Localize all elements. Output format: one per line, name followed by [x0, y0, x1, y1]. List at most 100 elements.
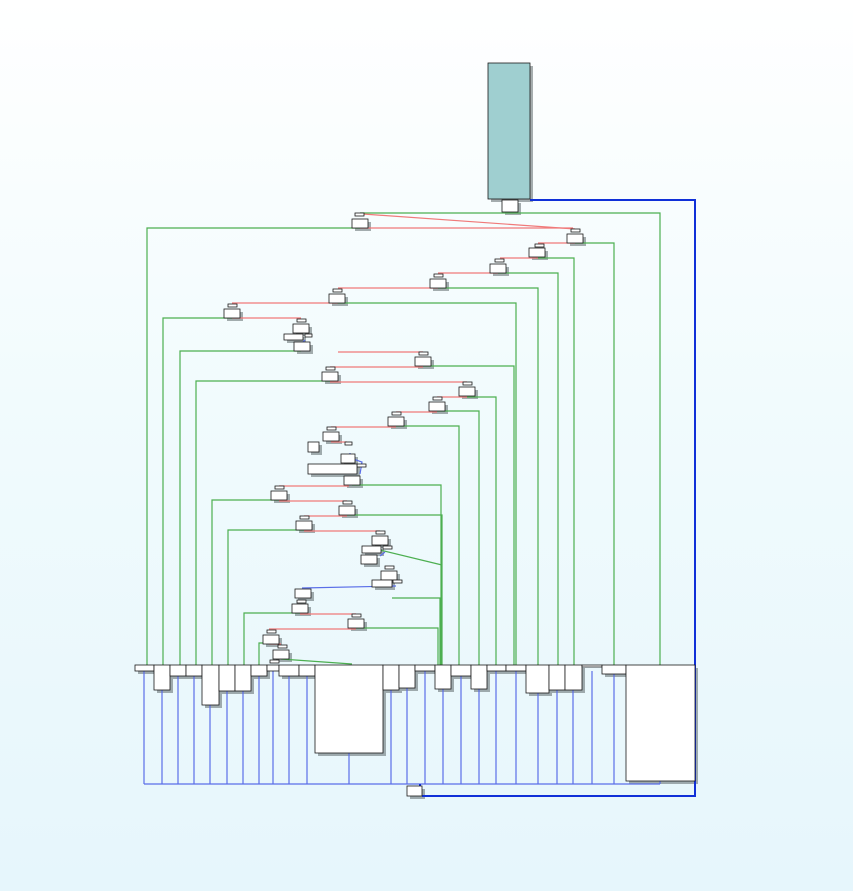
basic-block[interactable] — [564, 664, 583, 691]
entry-block[interactable] — [487, 62, 531, 200]
basic-block[interactable] — [295, 520, 313, 531]
basic-block[interactable] — [298, 664, 316, 677]
basic-block[interactable] — [299, 515, 310, 520]
basic-block[interactable] — [347, 618, 365, 629]
basic-block[interactable] — [354, 212, 365, 217]
basic-block[interactable] — [371, 579, 393, 588]
unconditional-edge — [379, 551, 386, 557]
basic-block[interactable] — [283, 333, 304, 341]
basic-block[interactable] — [351, 218, 369, 229]
true-branch-edge — [392, 597, 441, 665]
basic-block[interactable] — [262, 634, 280, 645]
basic-block[interactable] — [338, 505, 356, 516]
basic-block[interactable] — [548, 664, 566, 691]
basic-block[interactable] — [223, 308, 241, 319]
basic-block[interactable] — [185, 664, 203, 677]
basic-block[interactable] — [450, 664, 472, 677]
basic-block[interactable] — [429, 278, 447, 289]
basic-block[interactable] — [360, 554, 378, 565]
basic-block[interactable] — [340, 453, 356, 464]
basic-block[interactable] — [356, 463, 367, 468]
basic-block[interactable] — [326, 426, 337, 431]
basic-block[interactable] — [296, 599, 307, 604]
basic-block[interactable] — [274, 485, 285, 490]
basic-block[interactable] — [489, 263, 507, 274]
basic-block[interactable] — [625, 664, 696, 782]
basic-block[interactable] — [392, 579, 403, 584]
basic-block[interactable] — [505, 664, 527, 672]
basic-block[interactable] — [470, 664, 488, 690]
basic-block[interactable] — [266, 664, 280, 672]
basic-block[interactable] — [380, 570, 398, 581]
basic-block[interactable] — [270, 490, 288, 501]
basic-block[interactable] — [391, 411, 402, 416]
basic-block[interactable] — [294, 588, 312, 599]
basic-block[interactable] — [458, 386, 476, 397]
basic-blocks[interactable] — [134, 62, 696, 797]
basic-block[interactable] — [234, 664, 252, 692]
basic-block[interactable] — [528, 247, 546, 258]
basic-block[interactable] — [201, 664, 220, 706]
basic-block[interactable] — [250, 664, 268, 677]
basic-block[interactable] — [433, 273, 444, 278]
basic-block[interactable] — [134, 664, 155, 672]
basic-block[interactable] — [525, 664, 550, 694]
basic-block[interactable] — [462, 381, 473, 386]
basic-block[interactable] — [322, 431, 340, 442]
basic-block[interactable] — [307, 441, 320, 453]
basic-block[interactable] — [375, 530, 386, 535]
basic-block[interactable] — [328, 293, 346, 304]
basic-block[interactable] — [307, 463, 358, 475]
basic-block[interactable] — [218, 664, 236, 692]
basic-block[interactable] — [418, 351, 429, 356]
basic-block[interactable] — [332, 288, 343, 293]
basic-block[interactable] — [278, 664, 300, 677]
basic-block[interactable] — [325, 366, 336, 371]
basic-block[interactable] — [314, 664, 384, 754]
basic-block[interactable] — [266, 629, 277, 634]
basic-block[interactable] — [304, 333, 313, 338]
basic-block[interactable] — [321, 371, 339, 382]
true-branch-edge — [360, 212, 661, 665]
basic-block[interactable] — [534, 243, 545, 248]
basic-block[interactable] — [414, 356, 432, 367]
basic-block[interactable] — [428, 401, 446, 412]
basic-block[interactable] — [351, 613, 362, 618]
true-branch-edge — [438, 287, 539, 665]
basic-block[interactable] — [494, 258, 505, 263]
basic-block[interactable] — [293, 341, 311, 352]
basic-block[interactable] — [384, 565, 395, 570]
basic-block[interactable] — [269, 659, 280, 664]
basic-block[interactable] — [361, 545, 382, 554]
basic-block[interactable] — [296, 318, 307, 323]
basic-block[interactable] — [570, 228, 581, 233]
basic-block[interactable] — [382, 545, 393, 550]
basic-block[interactable] — [169, 664, 187, 677]
basic-block[interactable] — [272, 649, 290, 660]
basic-block[interactable] — [343, 475, 361, 486]
basic-block[interactable] — [434, 664, 452, 690]
true-branch-edge — [536, 257, 575, 665]
true-branch-edge — [195, 380, 330, 665]
basic-block[interactable] — [153, 664, 171, 691]
basic-block[interactable] — [601, 664, 627, 675]
basic-block[interactable] — [387, 416, 405, 427]
basic-block[interactable] — [581, 664, 603, 668]
basic-block[interactable] — [227, 303, 238, 308]
basic-block[interactable] — [277, 644, 288, 649]
basic-block[interactable] — [486, 664, 507, 672]
basic-block[interactable] — [398, 664, 416, 689]
basic-block[interactable] — [406, 785, 423, 797]
basic-block[interactable] — [501, 199, 519, 213]
basic-block[interactable] — [344, 441, 353, 446]
true-branch-edge — [498, 272, 559, 665]
basic-block[interactable] — [292, 323, 310, 334]
basic-block[interactable] — [566, 233, 584, 244]
basic-block[interactable] — [414, 664, 436, 672]
basic-block[interactable] — [342, 500, 353, 505]
basic-block[interactable] — [291, 603, 309, 614]
basic-block[interactable] — [432, 396, 443, 401]
basic-block[interactable] — [371, 535, 389, 546]
basic-block[interactable] — [382, 664, 400, 691]
